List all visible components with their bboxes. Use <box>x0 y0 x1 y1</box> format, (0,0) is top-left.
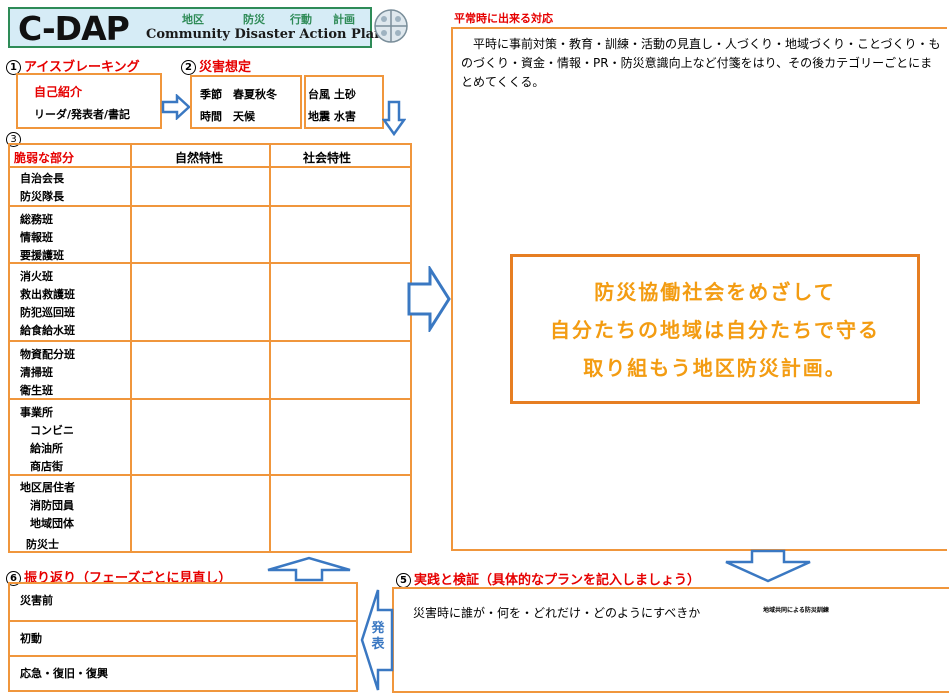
scenario-box-left <box>190 75 302 129</box>
arrow-right-icon <box>161 94 191 120</box>
present-label: 発表 <box>371 621 385 652</box>
roles-label: リーダ/発表者/書記 <box>34 108 131 121</box>
section3-number: 3 <box>6 128 24 147</box>
table-row-divider <box>8 205 412 207</box>
row-label-sanitation: 衛生班 <box>20 384 53 397</box>
row-label-gas-station: 給油所 <box>30 442 63 455</box>
vulnerability-table <box>8 143 412 553</box>
practice-note: 地域共同による防災訓練 <box>763 607 829 614</box>
logo-subtitle: Community Disaster Action Plan <box>146 27 384 42</box>
col-header-social: 社会特性 <box>303 151 352 165</box>
table-col-divider-2 <box>269 143 271 553</box>
review-row-divider <box>8 655 358 657</box>
self-intro-label: 自己紹介 <box>34 85 83 99</box>
arrow-up-wide-icon <box>267 556 351 582</box>
review-row-initial: 初動 <box>20 632 42 645</box>
earthquake-flood-label: 地震 水害 <box>308 110 356 123</box>
row-label-general-affairs: 総務班 <box>20 213 53 226</box>
icebreak-box <box>16 73 162 129</box>
row-label-squad-leader: 防災隊長 <box>20 190 64 203</box>
arrow-left-icon <box>360 589 394 691</box>
logo-title: C-DAP <box>18 9 130 48</box>
slogan-line-1: 防災協働社会をめざして <box>594 280 836 304</box>
logo-word-plan: 計画 <box>333 13 355 26</box>
row-label-fire: 消火班 <box>20 270 53 283</box>
row-label-food-water: 給食給水班 <box>20 324 75 337</box>
practice-panel <box>392 587 949 693</box>
row-label-chairman: 自治会長 <box>20 172 64 185</box>
typhoon-landslide-label: 台風 土砂 <box>308 88 356 101</box>
arrow-down-icon <box>382 100 406 136</box>
review-row-recovery: 応急・復旧・復興 <box>20 667 108 680</box>
table-row-divider <box>8 398 412 400</box>
logo-word-district: 地区 <box>182 13 204 26</box>
row-label-business: 事業所 <box>20 406 53 419</box>
normal-time-title: 平常時に出来る対応 <box>454 12 553 25</box>
row-label-rescue: 救出救護班 <box>20 288 75 301</box>
arrow-down-wide-icon <box>725 549 811 583</box>
globe-icon <box>374 9 408 43</box>
row-label-cleaning: 清掃班 <box>20 366 53 379</box>
logo-banner <box>8 7 372 48</box>
table-row-divider <box>8 474 412 476</box>
row-label-support: 要援護班 <box>20 249 64 262</box>
practice-text: 災害時に誰が・何を・どれだけ・どのようにすべきか <box>413 606 701 620</box>
arrow-right-large-icon <box>407 266 451 332</box>
logo-word-action: 行動 <box>290 13 312 26</box>
table-row-divider <box>8 340 412 342</box>
slogan-line-2: 自分たちの地域は自分たちで守る <box>550 318 880 342</box>
slogan-line-3: 取り組もう地区防災計画。 <box>583 356 847 380</box>
slogan-box: 防災協働社会をめざして 自分たちの地域は自分たちで守る 取り組もう地区防災計画。 <box>510 254 920 404</box>
row-label-info: 情報班 <box>20 231 53 244</box>
normal-time-panel <box>451 27 947 551</box>
normal-time-text: 平時に事前対策・教育・訓練・活動の見直し・人づくり・地域づくり・ことづくり・もの… <box>461 37 941 89</box>
row-label-convenience: コンビニ <box>30 424 74 437</box>
row-label-residents: 地区居住者 <box>20 481 75 494</box>
review-row-before: 災害前 <box>20 594 53 607</box>
row-label-patrol: 防犯巡回班 <box>20 306 75 319</box>
review-panel <box>8 582 358 692</box>
season-label: 季節 春夏秋冬 <box>200 88 277 101</box>
row-label-supplies: 物資配分班 <box>20 348 75 361</box>
table-col-divider-1 <box>130 143 132 553</box>
row-label-local-groups: 地域団体 <box>30 517 74 530</box>
time-weather-label: 時間 天候 <box>200 110 255 123</box>
row-label-fire-corps: 消防団員 <box>30 499 74 512</box>
row-label-shopping: 商店街 <box>30 460 63 473</box>
row-label-disaster-specialist: 防災士 <box>26 538 59 551</box>
scenario-box-right <box>304 75 384 129</box>
col-header-vulnerable: 脆弱な部分 <box>14 151 75 165</box>
col-header-natural: 自然特性 <box>175 151 224 165</box>
table-row-divider <box>8 262 412 264</box>
review-row-divider <box>8 620 358 622</box>
logo-word-disaster: 防災 <box>243 13 265 26</box>
table-header-divider <box>8 166 412 168</box>
